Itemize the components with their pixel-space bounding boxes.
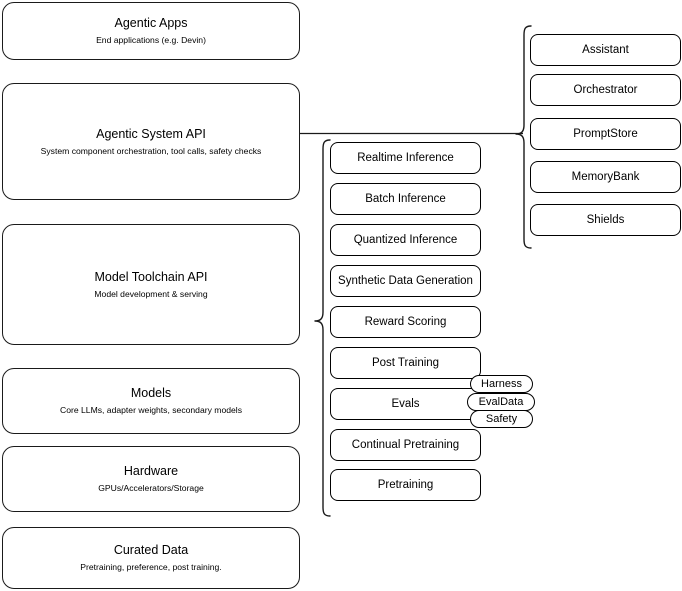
evals-subpill-label: Harness [481,378,522,390]
layer-box-model-toolchain-api[interactable]: Model Toolchain API Model development & … [2,224,300,345]
layer-subtitle: End applications (e.g. Devin) [96,35,206,45]
layer-title: Hardware [123,464,179,478]
layer-box-curated-data[interactable]: Curated Data Pretraining, preference, po… [2,527,300,589]
toolchain-pill-label: Pretraining [377,479,434,491]
system-pill-assistant[interactable]: Assistant [530,34,681,66]
toolchain-pill-pretraining[interactable]: Pretraining [330,469,481,501]
toolchain-pill-label: Continual Pretraining [351,439,460,451]
system-pill-label: PromptStore [573,128,638,140]
toolchain-pill-realtime-inference[interactable]: Realtime Inference [330,142,481,174]
toolchain-pill-label: Batch Inference [365,193,446,205]
toolchain-pill-quantized-inference[interactable]: Quantized Inference [330,224,481,256]
evals-subpill-label: Safety [485,413,518,425]
system-pill-label: Shields [586,214,625,226]
layer-title: Models [130,386,172,400]
layer-title: Agentic System API [96,126,206,141]
layer-subtitle: GPUs/Accelerators/Storage [98,483,204,493]
layer-subtitle: System component orchestration, tool cal… [40,145,262,156]
toolchain-pill-reward-scoring[interactable]: Reward Scoring [330,306,481,338]
toolchain-pill-label: Quantized Inference [353,234,458,246]
evals-subpill-safety[interactable]: Safety [470,410,533,428]
layer-box-hardware[interactable]: Hardware GPUs/Accelerators/Storage [2,446,300,512]
toolchain-pill-label: Evals [391,398,420,410]
layer-title: Curated Data [113,543,189,557]
layer-subtitle: Core LLMs, adapter weights, secondary mo… [60,405,242,415]
toolchain-pill-label: Realtime Inference [357,152,454,164]
system-pill-label: Assistant [582,44,629,56]
system-pill-shields[interactable]: Shields [530,204,681,236]
toolchain-pill-post-training[interactable]: Post Training [330,347,481,379]
layer-title: Model Toolchain API [94,269,208,284]
layer-box-agentic-system-api[interactable]: Agentic System API System component orch… [2,83,300,200]
layer-box-models[interactable]: Models Core LLMs, adapter weights, secon… [2,368,300,434]
system-pill-orchestrator[interactable]: Orchestrator [530,74,681,106]
system-pill-promptstore[interactable]: PromptStore [530,118,681,150]
toolchain-pill-label: Synthetic Data Generation [338,275,473,287]
layer-box-agentic-apps[interactable]: Agentic Apps End applications (e.g. Devi… [2,2,300,60]
layer-subtitle: Model development & serving [94,288,208,299]
evals-subpill-harness[interactable]: Harness [470,375,533,393]
system-pill-label: MemoryBank [571,171,640,183]
toolchain-pill-label: Reward Scoring [364,316,447,328]
toolchain-pill-continual-pretraining[interactable]: Continual Pretraining [330,429,481,461]
evals-subpill-label: EvalData [478,396,524,408]
toolchain-pill-evals[interactable]: Evals [330,388,481,420]
evals-subpill-evaldata[interactable]: EvalData [467,393,535,411]
toolchain-pill-label: Post Training [371,357,440,369]
layer-subtitle: Pretraining, preference, post training. [80,562,222,572]
toolchain-pill-synthetic-data-generation[interactable]: Synthetic Data Generation [330,265,481,297]
system-pill-label: Orchestrator [573,84,638,96]
system-pill-memorybank[interactable]: MemoryBank [530,161,681,193]
toolchain-pill-batch-inference[interactable]: Batch Inference [330,183,481,215]
layer-title: Agentic Apps [114,16,188,30]
connector-system-api-to-components [300,126,525,142]
